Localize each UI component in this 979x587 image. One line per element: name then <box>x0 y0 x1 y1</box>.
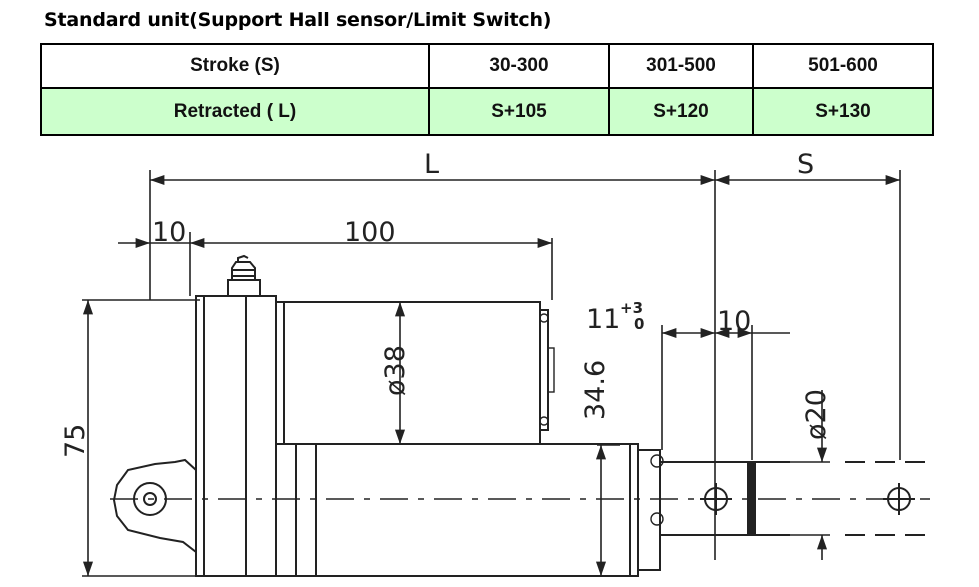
header-cell-range-1: 30-300 <box>428 43 610 89</box>
dim-label-10-left: 10 <box>152 217 186 248</box>
gearbox-housing <box>195 295 277 577</box>
dim-label-11: 11 <box>586 304 620 335</box>
dim-label-tolerance-zero: 0 <box>634 315 644 333</box>
dim-label-phi38: ø38 <box>380 345 411 396</box>
dim-label-34-6: 34.6 <box>580 360 611 420</box>
rear-clevis <box>112 458 197 555</box>
dim-label-75: 75 <box>60 424 91 458</box>
spec-table: Stroke (S) 30-300 301-500 501-600 Retrac… <box>40 43 934 136</box>
row-cell-value-2: S+120 <box>608 87 754 136</box>
row-cell-retracted: Retracted ( L) <box>40 87 430 136</box>
header-cell-range-2: 301-500 <box>608 43 754 89</box>
table-header-row: Stroke (S) 30-300 301-500 501-600 <box>40 43 934 89</box>
row-cell-value-1: S+105 <box>428 87 610 136</box>
dim-label-S: S <box>797 149 814 180</box>
header-cell-range-3: 501-600 <box>752 43 934 89</box>
row-cell-value-3: S+130 <box>752 87 934 136</box>
cable-gland <box>227 254 261 297</box>
dim-label-100: 100 <box>344 217 396 248</box>
inner-rod <box>660 461 790 536</box>
extended-rod-end <box>845 461 935 536</box>
dim-label-phi20: ø20 <box>801 389 832 440</box>
dim-label-10-right: 10 <box>717 306 751 337</box>
header-cell-stroke: Stroke (S) <box>40 43 430 89</box>
outer-tube <box>275 443 664 577</box>
motor-body <box>275 301 555 445</box>
dim-label-tolerance-plus: +3 <box>620 299 643 317</box>
page-title: Standard unit(Support Hall sensor/Limit … <box>44 9 552 31</box>
dimension-lines <box>82 174 900 576</box>
table-row-retracted: Retracted ( L) S+105 S+120 S+130 <box>40 87 934 136</box>
dim-label-L: L <box>424 149 439 180</box>
